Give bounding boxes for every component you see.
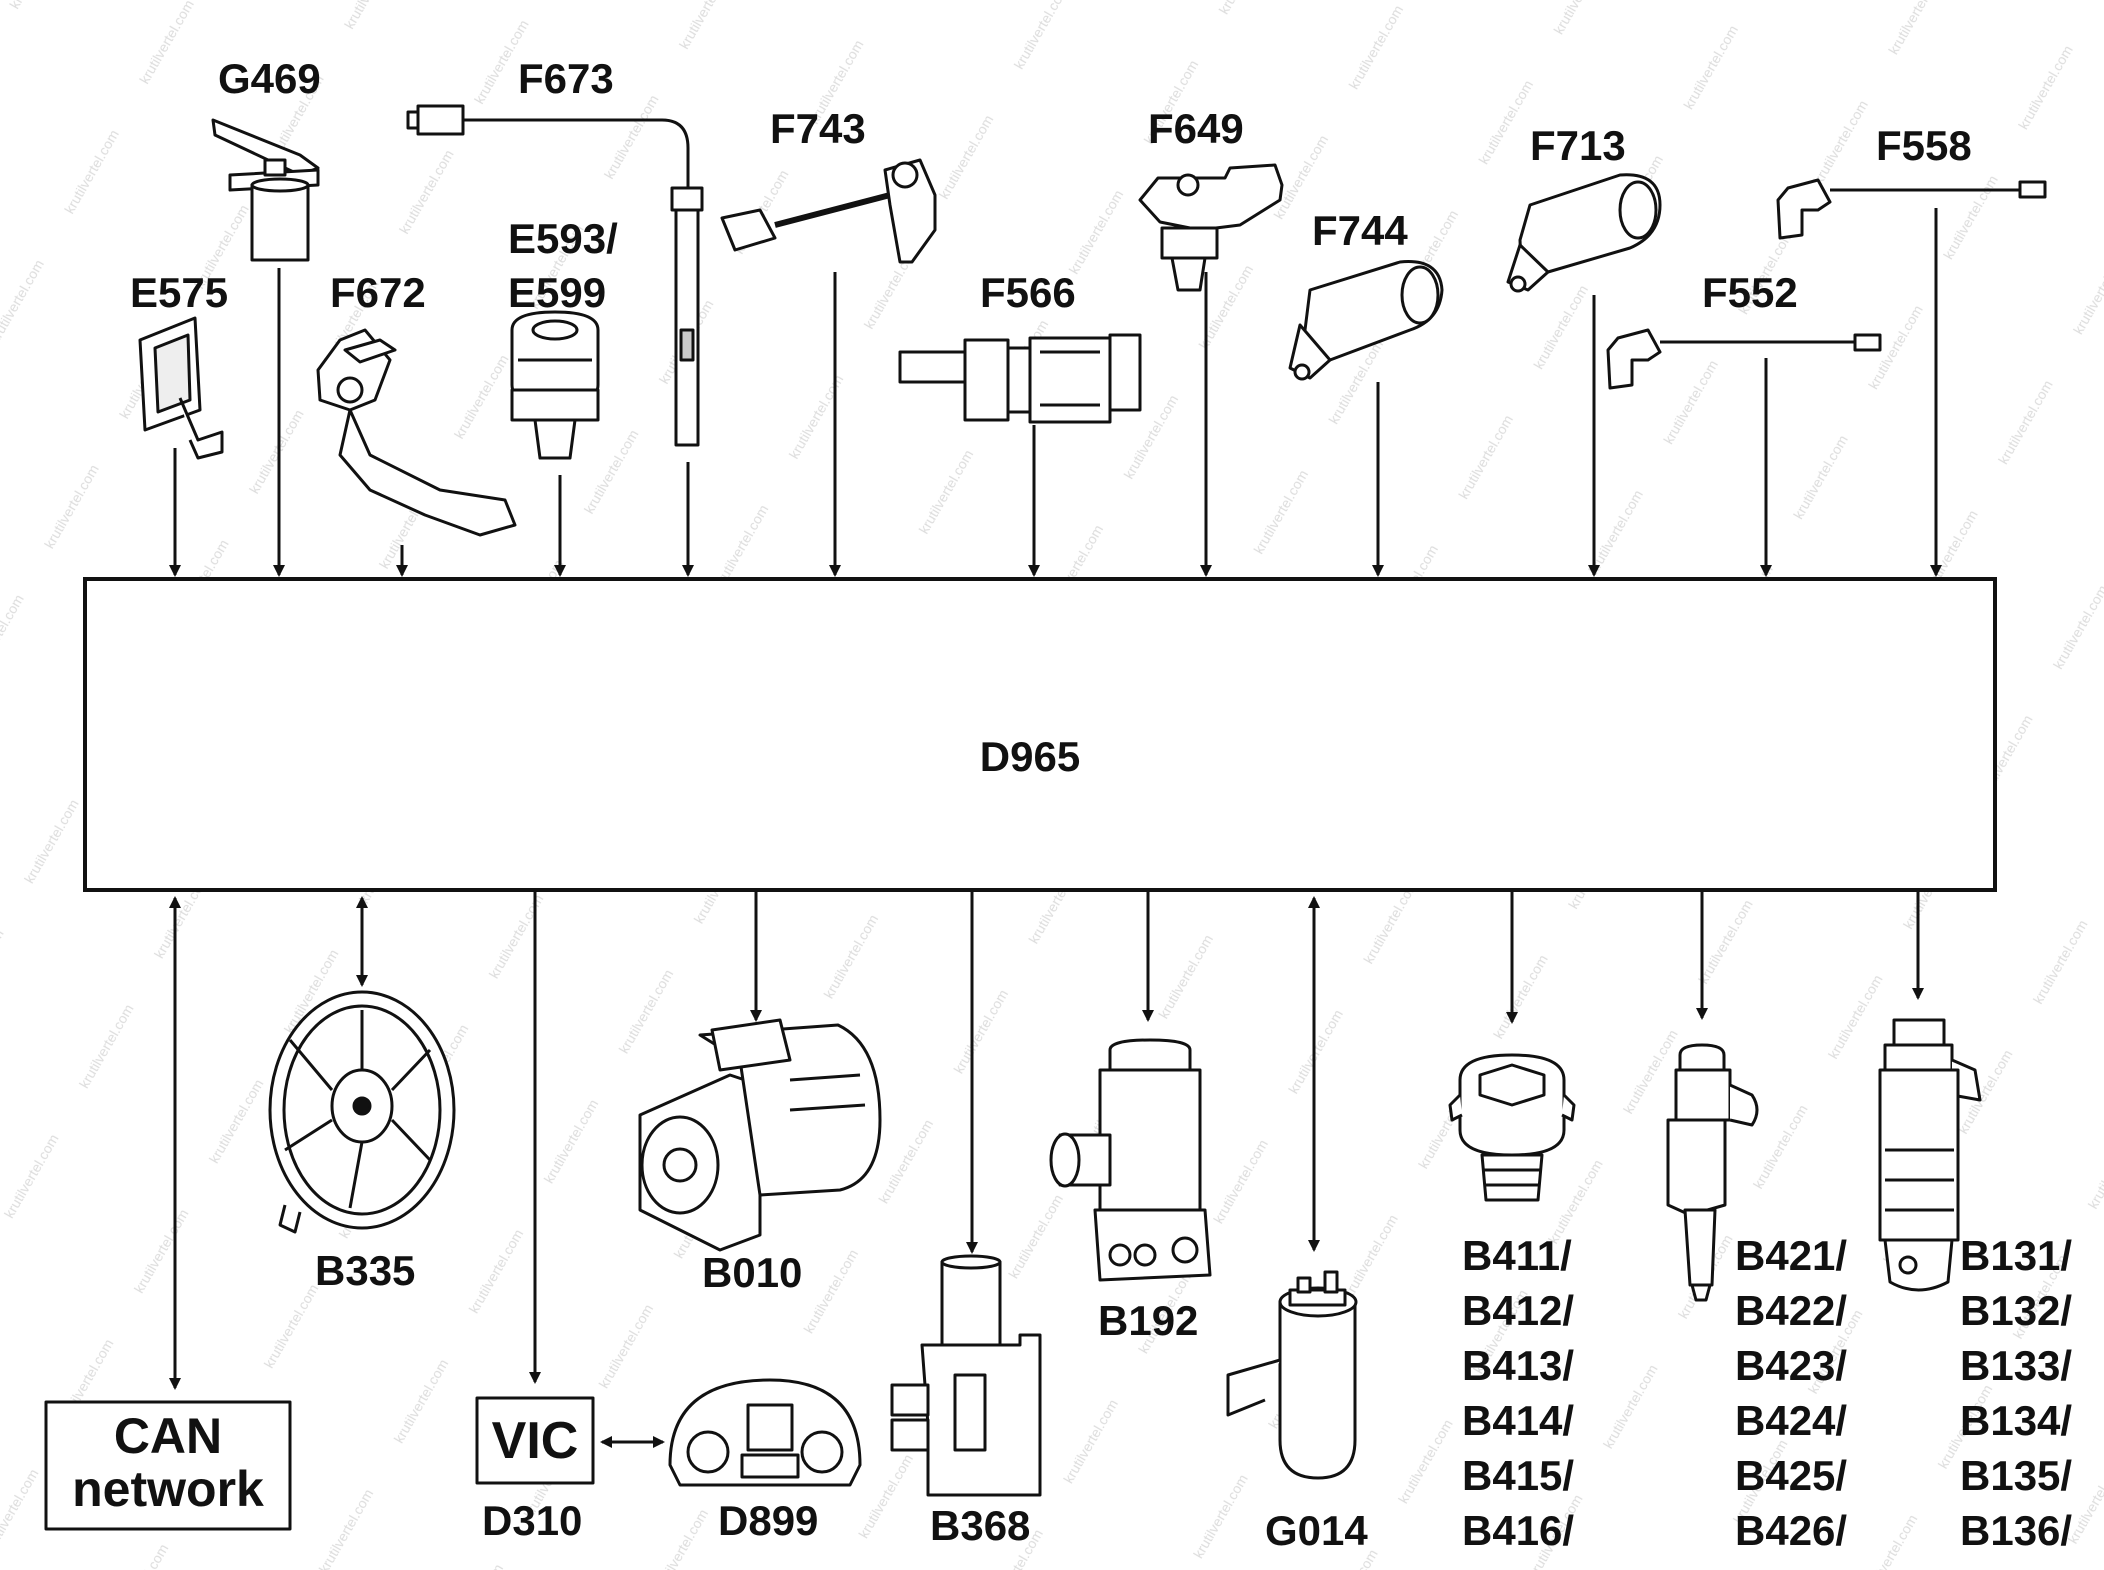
label-f566: F566 bbox=[980, 269, 1076, 316]
e575-switch-icon bbox=[138, 316, 224, 460]
f552-speed-sensor-icon bbox=[1606, 328, 1882, 390]
f558-speed-sensor-icon bbox=[1776, 178, 2047, 240]
label-injectors-group3: B131/ B132/ B133/ B134/ B135/ B136/ bbox=[1960, 1228, 2072, 1558]
b411-pressure-sensor-icon bbox=[1448, 1053, 1576, 1202]
b192-valve-icon bbox=[1049, 1038, 1212, 1282]
label-f552: F552 bbox=[1702, 269, 1798, 316]
label-b423: B423/ bbox=[1735, 1342, 1848, 1389]
label-f743: F743 bbox=[770, 105, 866, 152]
can-network-box bbox=[44, 1400, 292, 1531]
b368-valve-block-icon bbox=[890, 1254, 1042, 1497]
label-b335: B335 bbox=[315, 1247, 416, 1294]
label-b368: B368 bbox=[930, 1502, 1031, 1549]
label-b424: B424/ bbox=[1735, 1397, 1848, 1444]
label-injectors-group2: B421/ B422/ B423/ B424/ B425/ B426/ bbox=[1735, 1228, 1847, 1558]
f673-probe-sensor-icon bbox=[406, 104, 704, 447]
label-f558: F558 bbox=[1876, 122, 1972, 169]
label-b415: B415/ bbox=[1462, 1452, 1575, 1499]
label-f744: F744 bbox=[1312, 207, 1408, 254]
label-b425: B425/ bbox=[1735, 1452, 1848, 1499]
f672-accelerator-pedal-icon bbox=[316, 328, 517, 537]
f713-sensor-icon bbox=[1506, 173, 1662, 293]
f743-speed-sensor-icon bbox=[720, 158, 937, 264]
label-b422: B422/ bbox=[1735, 1287, 1848, 1334]
output-connection-lines bbox=[169, 892, 1924, 1448]
label-b136: B136/ bbox=[1960, 1507, 2073, 1554]
g469-hand-throttle-icon bbox=[211, 118, 320, 262]
label-b426: B426/ bbox=[1735, 1507, 1848, 1554]
label-d899: D899 bbox=[718, 1497, 819, 1544]
vic-box bbox=[475, 1396, 595, 1485]
label-b132: B132/ bbox=[1960, 1287, 2073, 1334]
e593-pressure-switch-icon bbox=[510, 310, 600, 460]
b335-fan-icon bbox=[268, 990, 456, 1234]
label-b421: B421/ bbox=[1735, 1232, 1848, 1279]
label-can-line1: CAN bbox=[113, 1408, 223, 1464]
b010-starter-motor-icon bbox=[638, 1018, 882, 1252]
label-b133: B133/ bbox=[1960, 1342, 2073, 1389]
ecu-label: D965 bbox=[979, 733, 1081, 780]
ecu-box-d965 bbox=[83, 577, 1997, 892]
label-b413: B413/ bbox=[1462, 1342, 1575, 1389]
label-f673: F673 bbox=[518, 55, 614, 102]
label-e575: E575 bbox=[130, 269, 229, 316]
label-f713: F713 bbox=[1530, 122, 1626, 169]
label-b412: B412/ bbox=[1462, 1287, 1575, 1334]
label-b010: B010 bbox=[702, 1249, 803, 1296]
label-vic: VIC bbox=[491, 1412, 579, 1470]
label-g014: G014 bbox=[1265, 1507, 1368, 1554]
label-can: CAN network bbox=[46, 1410, 290, 1515]
label-b411: B411/ bbox=[1462, 1232, 1572, 1279]
label-d310: D310 bbox=[482, 1497, 583, 1544]
label-b131: B131/ bbox=[1960, 1232, 2073, 1279]
input-connection-lines bbox=[169, 208, 1942, 577]
b131-unit-injector-icon bbox=[1878, 1018, 1982, 1292]
label-b134: B134/ bbox=[1960, 1397, 2073, 1444]
label-b416: B416/ bbox=[1462, 1507, 1575, 1554]
d899-instrument-cluster-icon bbox=[668, 1378, 862, 1487]
label-b414: B414/ bbox=[1462, 1397, 1575, 1444]
label-can-line2: network bbox=[72, 1460, 264, 1517]
label-f649: F649 bbox=[1148, 105, 1244, 152]
f649-pressure-sensor-icon bbox=[1138, 163, 1284, 292]
f566-temp-sensor-icon bbox=[898, 333, 1142, 424]
label-b192: B192 bbox=[1098, 1297, 1199, 1344]
label-g469: G469 bbox=[218, 55, 321, 102]
label-b135: B135/ bbox=[1960, 1452, 2073, 1499]
label-f672: F672 bbox=[330, 269, 426, 316]
label-e593: E593/ bbox=[508, 215, 618, 262]
label-e599: E599 bbox=[508, 269, 607, 316]
label-injectors-group1: B411/ B412/ B413/ B414/ B415/ B416/ bbox=[1462, 1228, 1574, 1558]
b421-injector-icon bbox=[1666, 1043, 1759, 1302]
f744-sensor-icon bbox=[1288, 260, 1444, 381]
g014-relay-icon bbox=[1226, 1270, 1358, 1480]
